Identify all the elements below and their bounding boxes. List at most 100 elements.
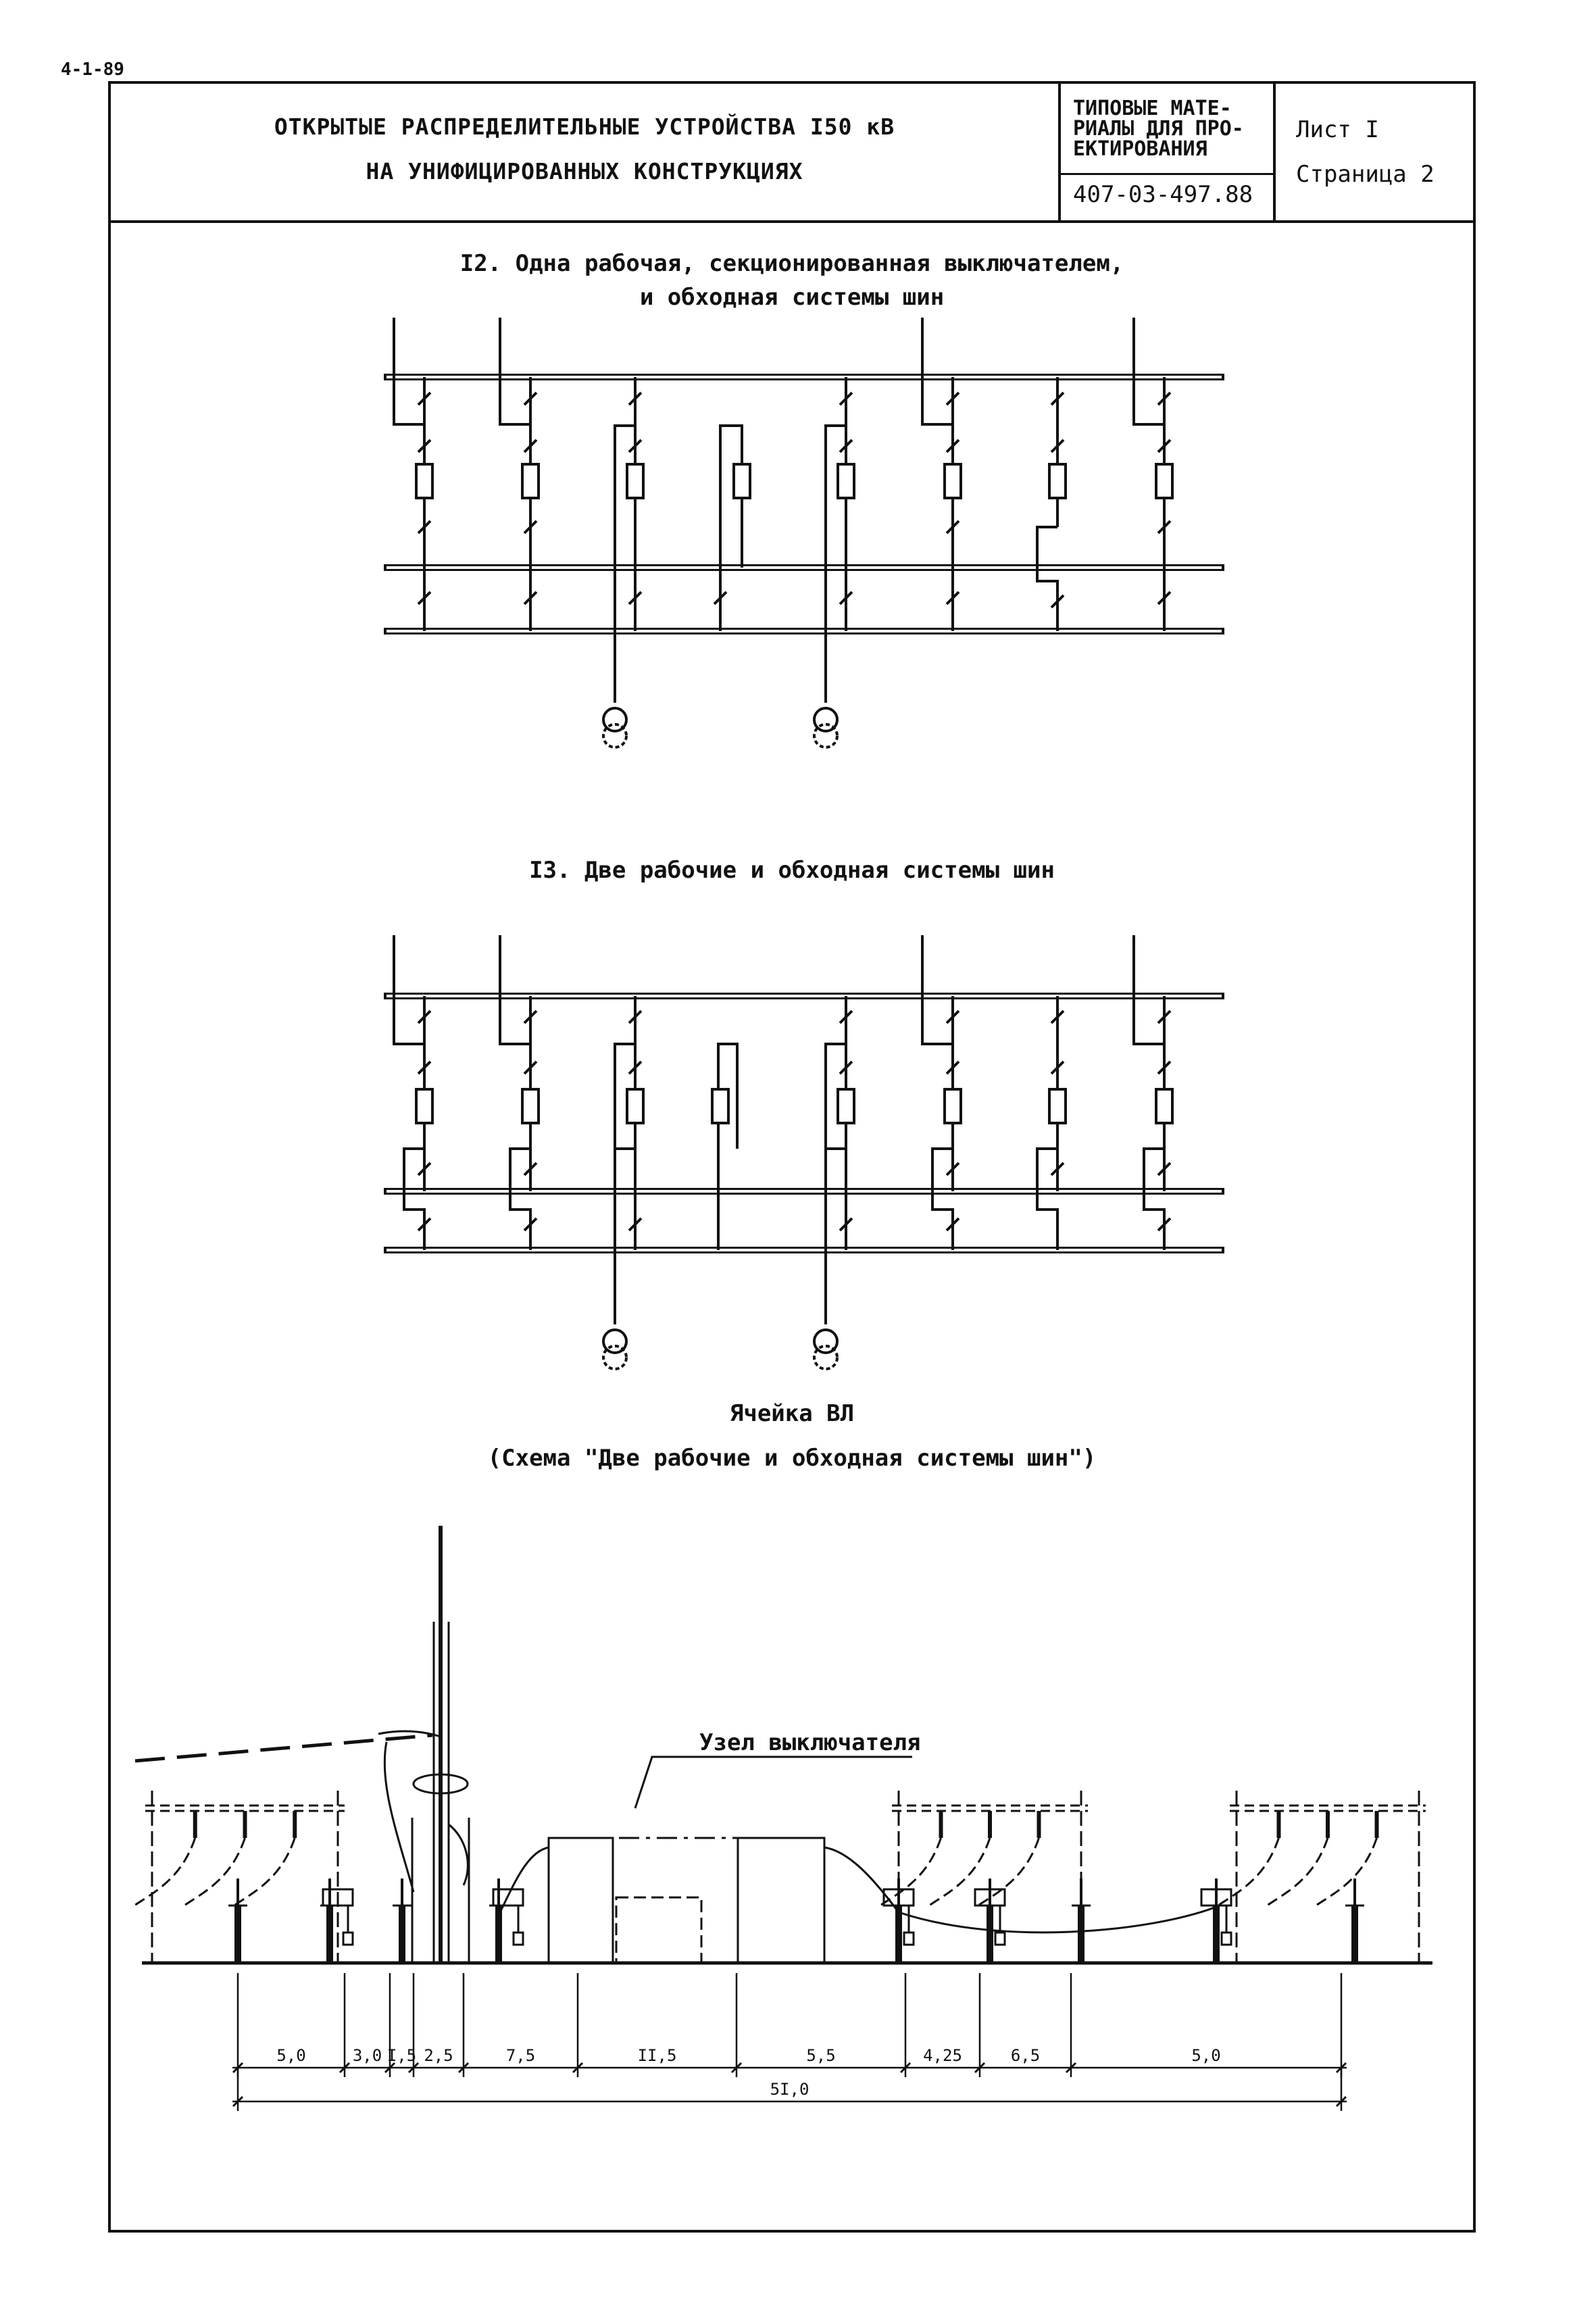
busbar-drop	[183, 1837, 246, 1907]
dimension-value: II,5	[638, 2046, 677, 2065]
busbar-drop	[879, 1837, 942, 1907]
disconnector-tick	[1050, 391, 1065, 406]
disconnector-tick	[945, 1217, 960, 1232]
sheet-cell: Лист I Страница 2	[1276, 81, 1473, 220]
disconnector-tick	[523, 1060, 538, 1075]
disconnector-tick	[523, 1010, 538, 1024]
disconnector-blade	[974, 1888, 1006, 1907]
dimension-tick	[457, 2062, 470, 2074]
transformer-winding	[813, 723, 839, 749]
dimension-tick	[384, 2062, 396, 2074]
busbar-drop	[928, 1837, 991, 1907]
dimension-value: 2,5	[424, 2046, 453, 2065]
dimension-value: I,5	[387, 2046, 416, 2065]
circuit-breaker	[521, 463, 540, 499]
incoming-line	[134, 1733, 433, 1763]
disconnector-tick	[417, 520, 432, 534]
materials-cell: ТИПОВЫЕ МАТЕ- РИАЛЫ ДЛЯ ПРО- ЕКТИРОВАНИЯ…	[1061, 81, 1276, 220]
transformer-winding	[813, 1345, 839, 1370]
total-dimension-value: 5I,0	[770, 2080, 809, 2099]
disconnector-tick	[945, 1010, 960, 1024]
circuit-breaker	[626, 463, 645, 499]
disconnector-tick	[523, 1217, 538, 1232]
dimension-tick	[730, 2062, 743, 2074]
scheme12-diagram	[384, 318, 1224, 749]
drop-wire	[383, 1741, 415, 1893]
disconnector-blade	[882, 1888, 915, 1907]
disconnector-tick	[1157, 1162, 1172, 1176]
busbar-drop	[977, 1837, 1040, 1907]
circuit-breaker	[943, 463, 962, 499]
breaker-node-label: Узел выключателя	[699, 1729, 921, 1756]
disconnector-tick	[628, 1060, 643, 1075]
drive-box	[903, 1931, 915, 1946]
scheme12-bays	[393, 318, 1174, 749]
title-cell: ОТКРЫТЫЕ РАСПРЕДЕЛИТЕЛЬНЫЕ УСТРОЙСТВА I5…	[108, 81, 1061, 220]
materials-line: РИАЛЫ ДЛЯ ПРО-	[1073, 117, 1244, 141]
document-code: 407-03-497.88	[1073, 181, 1253, 208]
scheme13-caption: I3. Две рабочие и обходная системы шин	[529, 857, 1055, 884]
disconnector-tick	[523, 520, 538, 534]
line-feeder	[921, 318, 953, 426]
line-feeder	[393, 935, 424, 1045]
transformer-winding	[813, 1328, 839, 1354]
disconnector-tick	[839, 391, 853, 406]
bus-selector	[403, 1147, 426, 1250]
section-link	[1036, 526, 1059, 631]
disconnector-tick	[945, 1060, 960, 1075]
disconnector-tick	[1157, 439, 1172, 453]
portal-ring	[412, 1773, 469, 1795]
circuit-breaker	[943, 1088, 962, 1124]
apparatus	[228, 1878, 1364, 1963]
materials-line: ТИПОВЫЕ МАТЕ-	[1073, 97, 1232, 120]
dimension-tick	[572, 2062, 584, 2074]
cell-caption-line2: (Схема "Две рабочие и обходная системы ш…	[487, 1445, 1097, 1472]
disconnector-tick	[1050, 1060, 1065, 1075]
drawing-title-line1: ОТКРЫТЫЕ РАСПРЕДЕЛИТЕЛЬНЫЕ УСТРОЙСТВА I5…	[274, 114, 895, 140]
disconnector-tick	[945, 520, 960, 534]
drive-box	[994, 1931, 1006, 1946]
disconnector-tick	[945, 439, 960, 453]
divider	[1061, 173, 1276, 175]
circuit-breaker	[837, 1088, 855, 1124]
bus-selector	[1036, 1147, 1059, 1250]
drop-wire	[448, 1823, 469, 1886]
disconnector-tick	[523, 439, 538, 453]
sheet-number: Лист I	[1296, 116, 1379, 143]
transformer-winding	[602, 707, 628, 732]
dimension-tick	[899, 2062, 912, 2074]
busbar-drop	[1315, 1837, 1378, 1907]
dimension-tick	[407, 2062, 420, 2074]
scheme13-bays	[393, 935, 1174, 1370]
line-feeder	[1132, 935, 1164, 1045]
disconnector-tick	[1157, 1217, 1172, 1232]
circuit-breaker	[626, 1088, 645, 1124]
cell-caption-line1: Ячейка ВЛ	[729, 1400, 855, 1427]
dimension-value: 5,0	[276, 2046, 305, 2065]
transformer-winding	[602, 723, 628, 749]
bypass-breaker	[717, 1043, 739, 1250]
disconnector-tick	[1050, 439, 1065, 453]
transformer-winding	[602, 1328, 628, 1354]
circuit-breaker	[415, 1088, 434, 1124]
transformer-lead	[824, 1043, 846, 1324]
disconnector-tick	[1050, 1010, 1065, 1024]
disconnector-tick	[417, 1217, 432, 1232]
drive-box	[512, 1931, 524, 1946]
bypass-breaker	[719, 424, 743, 631]
drive-box	[1220, 1931, 1232, 1946]
dimension-tick	[1065, 2062, 1077, 2074]
disconnector-tick	[1157, 520, 1172, 534]
disconnector-tick	[839, 1010, 853, 1024]
transformer-lead	[614, 1043, 635, 1324]
dimension-tick	[339, 2062, 351, 2074]
drawing-title-line2: НА УНИФИЦИРОВАННЫХ КОНСТРУКЦИЯХ	[366, 158, 803, 184]
transformer-lead	[824, 424, 846, 703]
breaker-unit	[737, 1837, 826, 1964]
circuit-breaker	[521, 1088, 540, 1124]
disconnector-tick	[839, 1060, 853, 1075]
circuit-breaker	[415, 463, 434, 499]
dimension-value: 4,25	[923, 2046, 962, 2065]
